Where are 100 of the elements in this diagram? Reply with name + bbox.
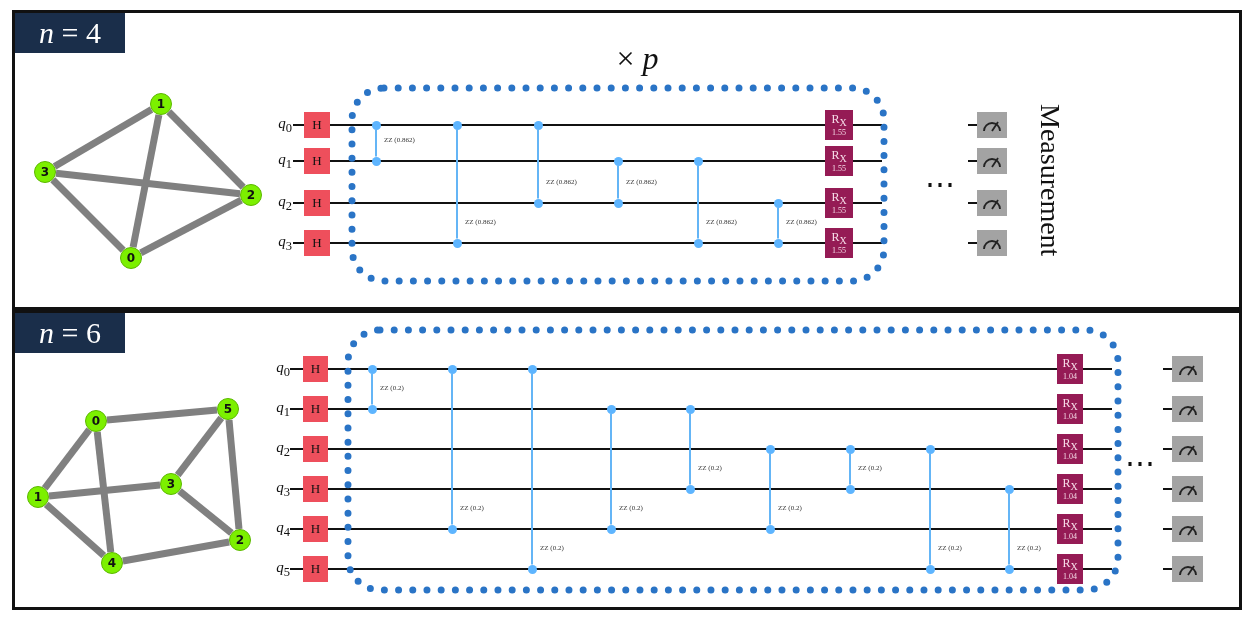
graph-vertex: 0 — [120, 247, 142, 269]
hadamard-gate: H — [303, 556, 328, 582]
control-dot — [693, 156, 703, 166]
control-dot — [925, 564, 935, 574]
control-dot — [527, 564, 537, 574]
control-dot — [845, 484, 855, 494]
rx-gate-box — [1057, 394, 1083, 424]
panel-heading: n = 6 — [15, 313, 125, 353]
measurement-gate — [1172, 436, 1203, 462]
gate-name: R$_{X}$ — [831, 148, 847, 165]
control-dot — [371, 156, 381, 166]
qubit-label: q$_{2}$ — [275, 438, 290, 460]
graph-vertex: 2 — [240, 184, 262, 206]
graph-edge — [139, 197, 243, 256]
hadamard-gate: H — [304, 112, 330, 138]
gate-connector — [371, 372, 373, 406]
control-dot — [606, 404, 616, 414]
gate-name: R$_{X}$ — [1062, 556, 1078, 573]
rx-gate-box — [825, 188, 853, 218]
qubit-label: q$_{0}$ — [275, 358, 290, 380]
gate-connector — [697, 164, 699, 240]
graph-vertex: 3 — [34, 161, 56, 183]
measurement-label: Measurement — [1034, 102, 1067, 259]
control-dot — [367, 364, 377, 374]
gate-angle: 1.55 — [832, 247, 846, 256]
control-dot — [447, 524, 457, 534]
rx-gate-box — [825, 146, 853, 176]
graph-vertex: 2 — [229, 529, 251, 551]
ellipsis: ⋯ — [1124, 447, 1156, 477]
gate-angle: 1.04 — [1063, 373, 1077, 382]
control-dot — [527, 364, 537, 374]
graph-edge — [50, 177, 126, 253]
graph-edge — [122, 538, 230, 565]
measurement-gate — [977, 230, 1007, 256]
control-dot — [447, 364, 457, 374]
gate-name: R$_{X}$ — [1062, 476, 1078, 493]
gate-angle: 1.04 — [1063, 413, 1077, 422]
control-dot — [367, 404, 377, 414]
hadamard-gate: H — [303, 436, 328, 462]
control-dot — [452, 238, 462, 248]
qubit-label: q$_{3}$ — [277, 232, 292, 254]
graph-edge — [41, 427, 93, 491]
gate-name: R$_{X}$ — [1062, 396, 1078, 413]
gate-connector — [849, 452, 851, 486]
rx-gate-box — [1057, 514, 1083, 544]
rx-gate-box — [1057, 354, 1083, 384]
gate-name: R$_{X}$ — [831, 190, 847, 207]
gate-angle: 1.55 — [832, 129, 846, 138]
control-dot — [925, 444, 935, 454]
gate-name: R$_{X}$ — [1062, 436, 1078, 453]
panel-heading: n = 4 — [15, 13, 125, 53]
gate-connector — [375, 128, 377, 158]
graph-vertex: 1 — [150, 93, 172, 115]
gate-connector — [537, 128, 539, 200]
measurement-gate — [977, 112, 1007, 138]
gate-connector — [610, 412, 612, 526]
graph-vertex: 1 — [27, 486, 49, 508]
rx-gate-box — [825, 110, 853, 140]
panel — [12, 10, 1242, 310]
gate-connector — [777, 206, 779, 240]
graph-edge — [93, 431, 115, 553]
gate-connector — [929, 452, 931, 566]
rx-gate-box — [1057, 434, 1083, 464]
graph-edge — [55, 169, 241, 198]
gate-name: R$_{X}$ — [831, 112, 847, 129]
gate-name: R$_{X}$ — [1062, 356, 1078, 373]
graph-edge — [129, 114, 163, 248]
qubit-label: q$_{0}$ — [277, 114, 292, 136]
control-dot — [773, 198, 783, 208]
gate-connector — [451, 372, 453, 526]
gate-angle: 1.55 — [832, 207, 846, 216]
graph-edge — [225, 419, 243, 530]
control-dot — [773, 238, 783, 248]
control-dot — [685, 404, 695, 414]
hadamard-gate: H — [304, 230, 330, 256]
graph-edge — [48, 481, 161, 500]
gate-connector — [617, 164, 619, 200]
control-dot — [606, 524, 616, 534]
graph-vertex: 0 — [85, 410, 107, 432]
control-dot — [693, 238, 703, 248]
gate-angle: 1.04 — [1063, 533, 1077, 542]
hadamard-gate: H — [304, 148, 330, 174]
control-dot — [371, 120, 381, 130]
hadamard-gate: H — [303, 516, 328, 542]
qubit-label: q$_{4}$ — [275, 518, 290, 540]
rx-gate-box — [1057, 474, 1083, 504]
graph-edge — [52, 106, 154, 170]
measurement-gate — [1172, 356, 1203, 382]
control-dot — [452, 120, 462, 130]
qubit-label: q$_{1}$ — [277, 150, 292, 172]
hadamard-gate: H — [303, 396, 328, 422]
control-dot — [1004, 564, 1014, 574]
gate-angle: 1.04 — [1063, 493, 1077, 502]
gate-connector — [769, 452, 771, 526]
control-dot — [533, 198, 543, 208]
hadamard-gate: H — [303, 476, 328, 502]
control-dot — [845, 444, 855, 454]
gate-angle: 1.04 — [1063, 453, 1077, 462]
panel — [12, 310, 1242, 610]
qubit-label: q$_{3}$ — [275, 478, 290, 500]
